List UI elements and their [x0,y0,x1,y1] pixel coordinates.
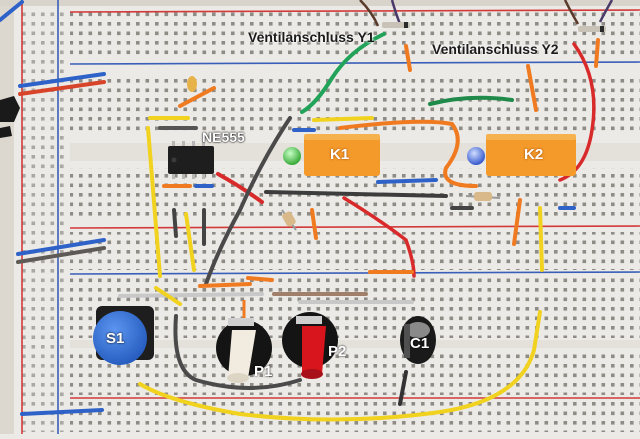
wire-orange [310,208,318,240]
label-relay-k1: K1 [330,146,350,163]
wire-green [300,32,386,114]
diode-band [600,26,604,32]
resistor [281,209,297,231]
wire-gray [172,208,178,238]
wire-orange [178,86,216,108]
wire-yellow [184,212,196,272]
hole-grid-bottom-rails [70,402,640,432]
wire-valve-lead [563,0,580,25]
pot-p2-knob-tip [301,369,323,379]
diode-y1 [382,22,410,28]
ne555-chip [168,146,214,174]
wire-orange-loop [338,119,478,188]
wire-yellow [312,116,374,122]
label-button-s1: S1 [106,330,125,347]
label-pot-p2: P2 [328,343,347,360]
wire-red [342,196,416,278]
wire-green [428,95,514,106]
label-valve-y2: Ventilanschluss Y2 [432,41,559,57]
relay-k2-body [486,134,576,176]
relay-k1-body [304,134,380,176]
label-relay-k2: K2 [524,146,544,163]
rail-line-red [69,9,640,13]
pot-p2-pins [296,316,322,324]
pot-p1-pins [228,318,254,326]
wire-orange [594,38,600,68]
board-top-edge [0,0,640,6]
pot-p1-knob[interactable] [228,330,256,378]
wire-orange [198,282,252,288]
chip-notch [171,157,177,163]
label-valve-y1: Ventilanschluss Y1 [248,29,375,45]
wire-red [18,80,106,96]
rail-line-red [69,225,640,229]
board-left-edge [0,0,14,434]
hole-grid-lower-b [70,350,640,395]
diode-band [404,22,408,28]
capacitor-c1-top [406,322,430,338]
label-capacitor-c1: C1 [410,335,430,352]
pot-p2-knob[interactable] [302,326,326,374]
wire-blue [20,408,104,416]
center-channel-lower [70,340,640,348]
wire-yellow [154,286,182,306]
rail-line-blue [69,61,640,65]
wire-orange [246,276,274,282]
wire-valve-lead [359,0,380,27]
wire-yellow-long [138,310,542,422]
wire-gray [264,190,448,198]
label-ne555: NE555 [202,129,245,145]
wire-orange [404,44,412,72]
wire-dark [398,370,408,406]
wire-blue [376,178,438,184]
wire-gray [173,314,302,390]
rail-line-blue [69,271,640,275]
resistor [465,192,501,201]
led-green [283,147,301,165]
capacitor-small [187,76,197,92]
capacitor-c1-stripe [404,324,410,358]
clip-left-top [0,96,20,122]
wire-white [118,292,264,298]
label-pot-p1: P1 [254,363,273,380]
wire-gray [204,116,292,286]
hole-grid-mid-rails [70,232,640,270]
wire-yellow [538,206,544,272]
wire-gray [16,246,106,264]
button-s1-cap[interactable] [93,311,147,365]
relay-k1-top [304,134,380,140]
wire-orange [512,198,522,246]
wire-yellow [146,126,162,278]
wire-orange [526,64,538,112]
relay-k2-top [486,134,576,140]
wire-blue [18,72,106,88]
wire-valve-lead [598,0,614,23]
pot-p1-knob-tip [227,373,249,383]
wire-blue [16,238,106,256]
hole-grid-lower-a [70,278,640,338]
wire-red [216,172,264,204]
clip-left-small [0,126,12,138]
wire-blue [0,0,24,22]
chip-pins [172,141,205,179]
diode-y2 [578,26,606,32]
led-blue [467,147,485,165]
